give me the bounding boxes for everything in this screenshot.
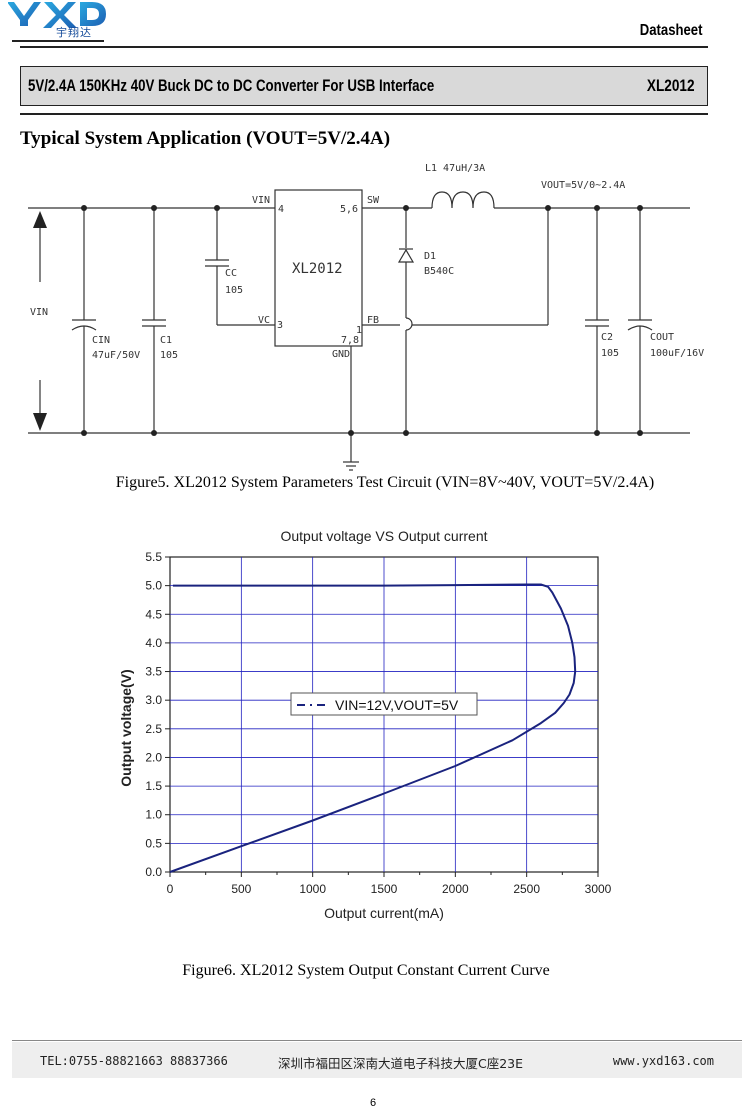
- page-footer: TEL:0755-88821663 88837366 深圳市福田区深南大道电子科…: [12, 1042, 742, 1078]
- y-tick-label: 0.0: [145, 865, 162, 879]
- y-tick-label: 5.5: [145, 550, 162, 564]
- footer-telephone: TEL:0755-88821663 88837366: [40, 1054, 228, 1068]
- logo-underline: [12, 40, 104, 42]
- title-rule-top: [20, 46, 708, 48]
- y-tick-label: 3.0: [145, 693, 162, 707]
- cin-value: 47uF/50V: [92, 350, 140, 361]
- x-tick-label: 500: [231, 882, 251, 896]
- footer-address: 深圳市福田区深南大道电子科技大厦C座23E: [278, 1056, 524, 1071]
- x-tick-label: 0: [167, 882, 174, 896]
- chart-y-axis-label: Output voltage(V): [118, 669, 134, 786]
- c2-value: 105: [601, 348, 619, 359]
- chart-x-axis-label: Output current(mA): [324, 905, 444, 921]
- pin-vin-number: 4: [278, 204, 284, 215]
- pin-fb-label: FB: [367, 315, 379, 326]
- x-tick-label: 3000: [585, 882, 612, 896]
- figure6-caption: Figure6. XL2012 System Output Constant C…: [182, 962, 550, 979]
- legend-label: VIN=12V,VOUT=5V: [335, 697, 459, 713]
- vout-label: VOUT=5V/0~2.4A: [541, 180, 625, 191]
- logo-chinese-text: 宇翔达: [56, 26, 92, 39]
- c2-name: C2: [601, 332, 613, 343]
- y-tick-label: 3.5: [145, 665, 162, 679]
- doc-type-label: Datasheet: [639, 22, 702, 39]
- chart-series: [169, 583, 577, 873]
- inductor-label: L1 47uH/3A: [425, 163, 485, 174]
- product-title: 5V/2.4A 150KHz 40V Buck DC to DC Convert…: [28, 76, 435, 95]
- chip-label: XL2012: [292, 261, 343, 277]
- cc-value: 105: [225, 285, 243, 296]
- y-tick-label: 5.0: [145, 579, 162, 593]
- pin-vc-label: VC: [258, 315, 270, 326]
- part-number: XL2012: [647, 76, 695, 95]
- chart-title: Output voltage VS Output current: [280, 528, 487, 544]
- product-title-bar: 5V/2.4A 150KHz 40V Buck DC to DC Convert…: [20, 66, 708, 106]
- company-logo: 宇翔达: [7, 0, 108, 42]
- application-circuit-schematic: VIN VIN 4 5,6 SW VC 3 1 FB 7,8 GND XL201…: [28, 163, 704, 471]
- pin-fb-number: 1: [356, 325, 362, 336]
- cout-name: COUT: [650, 332, 674, 343]
- pin-sw-number: 5,6: [340, 204, 358, 215]
- y-tick-label: 2.0: [145, 750, 162, 764]
- footer-website[interactable]: www.yxd163.com: [612, 1054, 714, 1068]
- cin-name: CIN: [92, 335, 110, 346]
- c1-value: 105: [160, 350, 178, 361]
- y-tick-label: 2.5: [145, 722, 162, 736]
- diode-name: D1: [424, 251, 436, 262]
- title-rule-bottom: [20, 113, 708, 115]
- chart-ticks: 0 500 1000 1500 2000 2500 3000 0.0 0.5 1.0 1.5 2.0 2…: [145, 550, 611, 896]
- cc-name: CC: [225, 268, 237, 279]
- diode-part: B540C: [424, 266, 454, 277]
- footer-rule: [12, 1040, 742, 1041]
- vin-input-label: VIN: [30, 307, 48, 318]
- chart-legend: VIN=12V,VOUT=5V: [290, 692, 478, 716]
- figure5-caption: Figure5. XL2012 System Parameters Test C…: [115, 474, 655, 491]
- pin-vc-number: 3: [277, 320, 283, 331]
- section-heading: Typical System Application (VOUT=5V/2.4A…: [20, 128, 391, 149]
- c1-name: C1: [160, 335, 172, 346]
- y-tick-label: 1.0: [145, 808, 162, 822]
- cout-value: 100uF/16V: [650, 348, 704, 359]
- x-tick-label: 1500: [371, 882, 398, 896]
- series-line: [169, 583, 577, 873]
- x-tick-label: 1000: [299, 882, 326, 896]
- pin-gnd-label: GND: [332, 349, 350, 360]
- pin-vin-label: VIN: [252, 195, 270, 206]
- pin-gnd-number: 7,8: [341, 335, 359, 346]
- y-tick-label: 4.0: [145, 636, 162, 650]
- x-tick-label: 2000: [442, 882, 469, 896]
- page-number: 6: [369, 1097, 377, 1109]
- logo-graphic: [7, 2, 106, 28]
- pin-sw-label: SW: [367, 195, 380, 206]
- y-tick-label: 4.5: [145, 607, 162, 621]
- output-voltage-chart: Output voltage VS Output current Output …: [118, 528, 612, 921]
- y-tick-label: 1.5: [145, 779, 162, 793]
- x-tick-label: 2500: [513, 882, 540, 896]
- y-tick-label: 0.5: [145, 836, 162, 850]
